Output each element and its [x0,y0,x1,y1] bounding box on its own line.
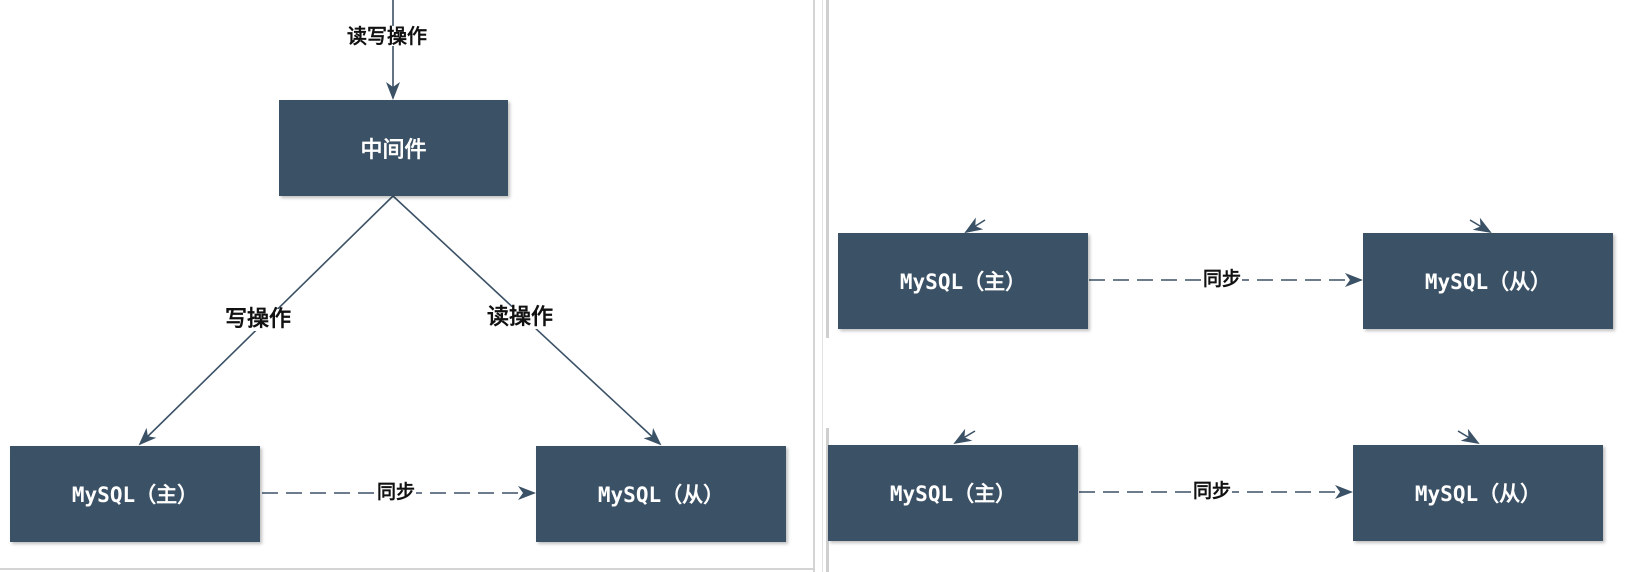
rb-mysql-slave-label: MySQL（从） [1414,482,1542,506]
incoming-stub-rt-master [964,217,986,234]
left-panel-border [813,0,815,572]
middleware-node-label: 中间件 [360,138,427,163]
middleware-node: 中间件 [279,100,508,196]
divider-line-a [822,0,823,572]
rb-mysql-master-label: MySQL（主） [889,482,1017,506]
rb-sync-label: 同步 [1192,480,1233,502]
read-label: 读操作 [486,305,555,330]
incoming-stub-rb-slave [1457,428,1480,445]
rt-sync-label: 同步 [1202,268,1243,290]
incoming-stub-rb-master [953,428,976,445]
mysql-master-label: MySQL（主） [71,483,199,507]
right-panel-gap [826,338,834,428]
rt-mysql-master-label: MySQL（主） [899,270,1027,294]
rt-mysql-slave-node: MySQL（从） [1363,233,1613,329]
rt-mysql-master-node: MySQL（主） [838,233,1088,329]
entry-label: 读写操作 [346,24,428,48]
mysql-master-node: MySQL（主） [10,446,260,542]
sync-label-left: 同步 [376,481,417,503]
divider-line-b [826,0,829,572]
rt-mysql-slave-label: MySQL（从） [1424,270,1552,294]
rb-mysql-slave-node: MySQL（从） [1353,445,1603,541]
incoming-stub-rt-slave [1469,217,1492,234]
left-panel-bottom-border [0,568,815,570]
rb-mysql-master-node: MySQL（主） [828,445,1078,541]
write-label: 写操作 [224,307,293,332]
mysql-slave-label: MySQL（从） [597,483,725,507]
mysql-slave-node: MySQL（从） [536,446,786,542]
